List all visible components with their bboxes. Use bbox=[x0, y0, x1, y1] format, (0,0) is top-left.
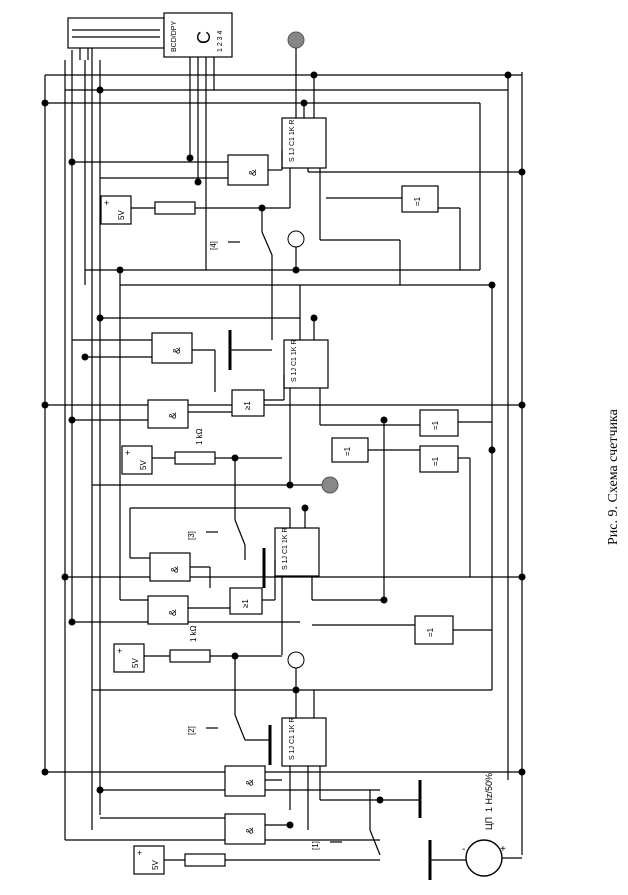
figure-caption: Рис. 9. Схема счетчика bbox=[584, 355, 621, 545]
flipflop-1-pins: S 1J C1 1K R bbox=[289, 718, 296, 760]
clock-source bbox=[465, 839, 503, 877]
decoder-pins: 1 2 3 4 bbox=[217, 30, 224, 52]
switch-3-key: [3] bbox=[187, 531, 196, 540]
switch-2-key: [2] bbox=[187, 726, 196, 735]
xor-gate-3b bbox=[331, 437, 369, 463]
xor-gate-3c-sym: =1 bbox=[431, 456, 440, 466]
stage-4: S 1J C1 1K R & =1 + 5V [4] bbox=[72, 75, 522, 340]
or-gate-2 bbox=[229, 587, 263, 615]
supply-2-label: 5V bbox=[131, 658, 140, 668]
supply-4-plus: + bbox=[104, 198, 109, 208]
supply-3-label: 5V bbox=[139, 460, 148, 470]
resistor-2-label: 1 kΩ bbox=[189, 625, 198, 642]
flipflop-3-pins: S 1J C1 1K R bbox=[291, 340, 298, 382]
and-gate-1a bbox=[224, 765, 266, 797]
probe-4 bbox=[287, 651, 305, 669]
flipflop-4-pins: S 1J C1 1K R bbox=[289, 120, 296, 162]
supply-4-label: 5V bbox=[117, 210, 126, 220]
rails bbox=[44, 45, 523, 855]
and-gate-3b bbox=[147, 399, 189, 429]
flipflop-2 bbox=[274, 527, 320, 577]
supply-1-label: 5V bbox=[151, 860, 160, 870]
switch-3[interactable]: [3] bbox=[187, 458, 246, 560]
xor-gate-3a-sym: =1 bbox=[431, 420, 440, 430]
flipflop-1 bbox=[281, 717, 327, 767]
supply-3 bbox=[121, 445, 153, 475]
probe-2 bbox=[287, 230, 305, 248]
display-digit: C bbox=[194, 31, 214, 44]
or-gate-2-sym: ≥1 bbox=[241, 599, 250, 608]
and-gate-1b bbox=[224, 813, 266, 845]
probe-3 bbox=[321, 476, 339, 494]
supply-4 bbox=[100, 195, 132, 225]
resistor-1 bbox=[184, 853, 226, 867]
and-gate-1a-sym: & bbox=[245, 779, 256, 786]
xor-gate-2-sym: =1 bbox=[426, 627, 435, 637]
buses bbox=[45, 74, 522, 841]
supply-2-plus: + bbox=[117, 646, 122, 656]
decoder-pin-grid bbox=[72, 29, 160, 38]
resistor-2 bbox=[169, 649, 211, 663]
xor-gate-4-sym: =1 bbox=[413, 196, 422, 206]
bcd-display: BCD/DPY 1 2 3 4 C bbox=[67, 12, 233, 270]
resistor-4 bbox=[154, 201, 196, 215]
switch-4[interactable]: [4] bbox=[209, 208, 273, 340]
probe-1 bbox=[287, 31, 305, 118]
and-gate-4 bbox=[227, 154, 269, 186]
clock-minus: - bbox=[462, 844, 465, 855]
switch-1-key: [1] bbox=[311, 841, 320, 850]
resistor-3 bbox=[174, 451, 216, 465]
flipflop-2-pins: S 1J C1 1K R bbox=[282, 528, 289, 570]
supply-3-plus: + bbox=[125, 448, 130, 458]
and-gate-2a-sym: & bbox=[170, 566, 181, 573]
and-gate-3a bbox=[151, 332, 193, 364]
xor-gate-3a bbox=[419, 409, 459, 437]
and-gate-2a bbox=[149, 552, 191, 582]
flipflop-3 bbox=[283, 339, 329, 389]
resistor-3-label: 1 kΩ bbox=[195, 428, 204, 445]
xor-gate-3c bbox=[419, 445, 459, 473]
and-gate-2b bbox=[147, 595, 189, 625]
figure-caption-text: Рис. 9. Схема счетчика bbox=[606, 409, 621, 545]
stage-1: S 1J C1 1K R & & + 5V [1] - + bbox=[100, 690, 522, 880]
and-gate-1b-sym: & bbox=[245, 827, 256, 834]
decoder-label: BCD/DPY bbox=[171, 21, 178, 52]
supply-1 bbox=[133, 845, 165, 875]
stage-3: S 1J C1 1K R & & ≥1 =1 =1 =1 + bbox=[72, 285, 492, 600]
clock-plus: + bbox=[500, 844, 506, 855]
xor-gate-4 bbox=[401, 185, 439, 213]
flipflop-4 bbox=[281, 117, 327, 169]
stage-2: S 1J C1 1K R & & ≥1 =1 + 5V 1 kΩ [2] bbox=[113, 508, 492, 741]
switch-4-key: [4] bbox=[209, 241, 218, 250]
junctions bbox=[41, 71, 526, 829]
xor-gate-2 bbox=[414, 615, 454, 645]
or-gate-3 bbox=[231, 389, 265, 417]
switch-1[interactable]: [1] bbox=[311, 790, 381, 856]
and-gate-4-sym: & bbox=[248, 169, 259, 176]
xor-gate-3b-sym: =1 bbox=[343, 446, 352, 456]
and-gate-2b-sym: & bbox=[168, 609, 179, 616]
and-gate-3a-sym: & bbox=[172, 347, 183, 354]
and-gate-3b-sym: & bbox=[168, 412, 179, 419]
switch-2[interactable]: [2] bbox=[187, 656, 270, 741]
supply-2 bbox=[113, 643, 145, 673]
or-gate-3-sym: ≥1 bbox=[243, 401, 252, 410]
supply-1-plus: + bbox=[137, 848, 142, 858]
clock-label: 1 Hz/50% bbox=[484, 773, 494, 812]
clock-symbol: ЦП bbox=[484, 817, 494, 830]
